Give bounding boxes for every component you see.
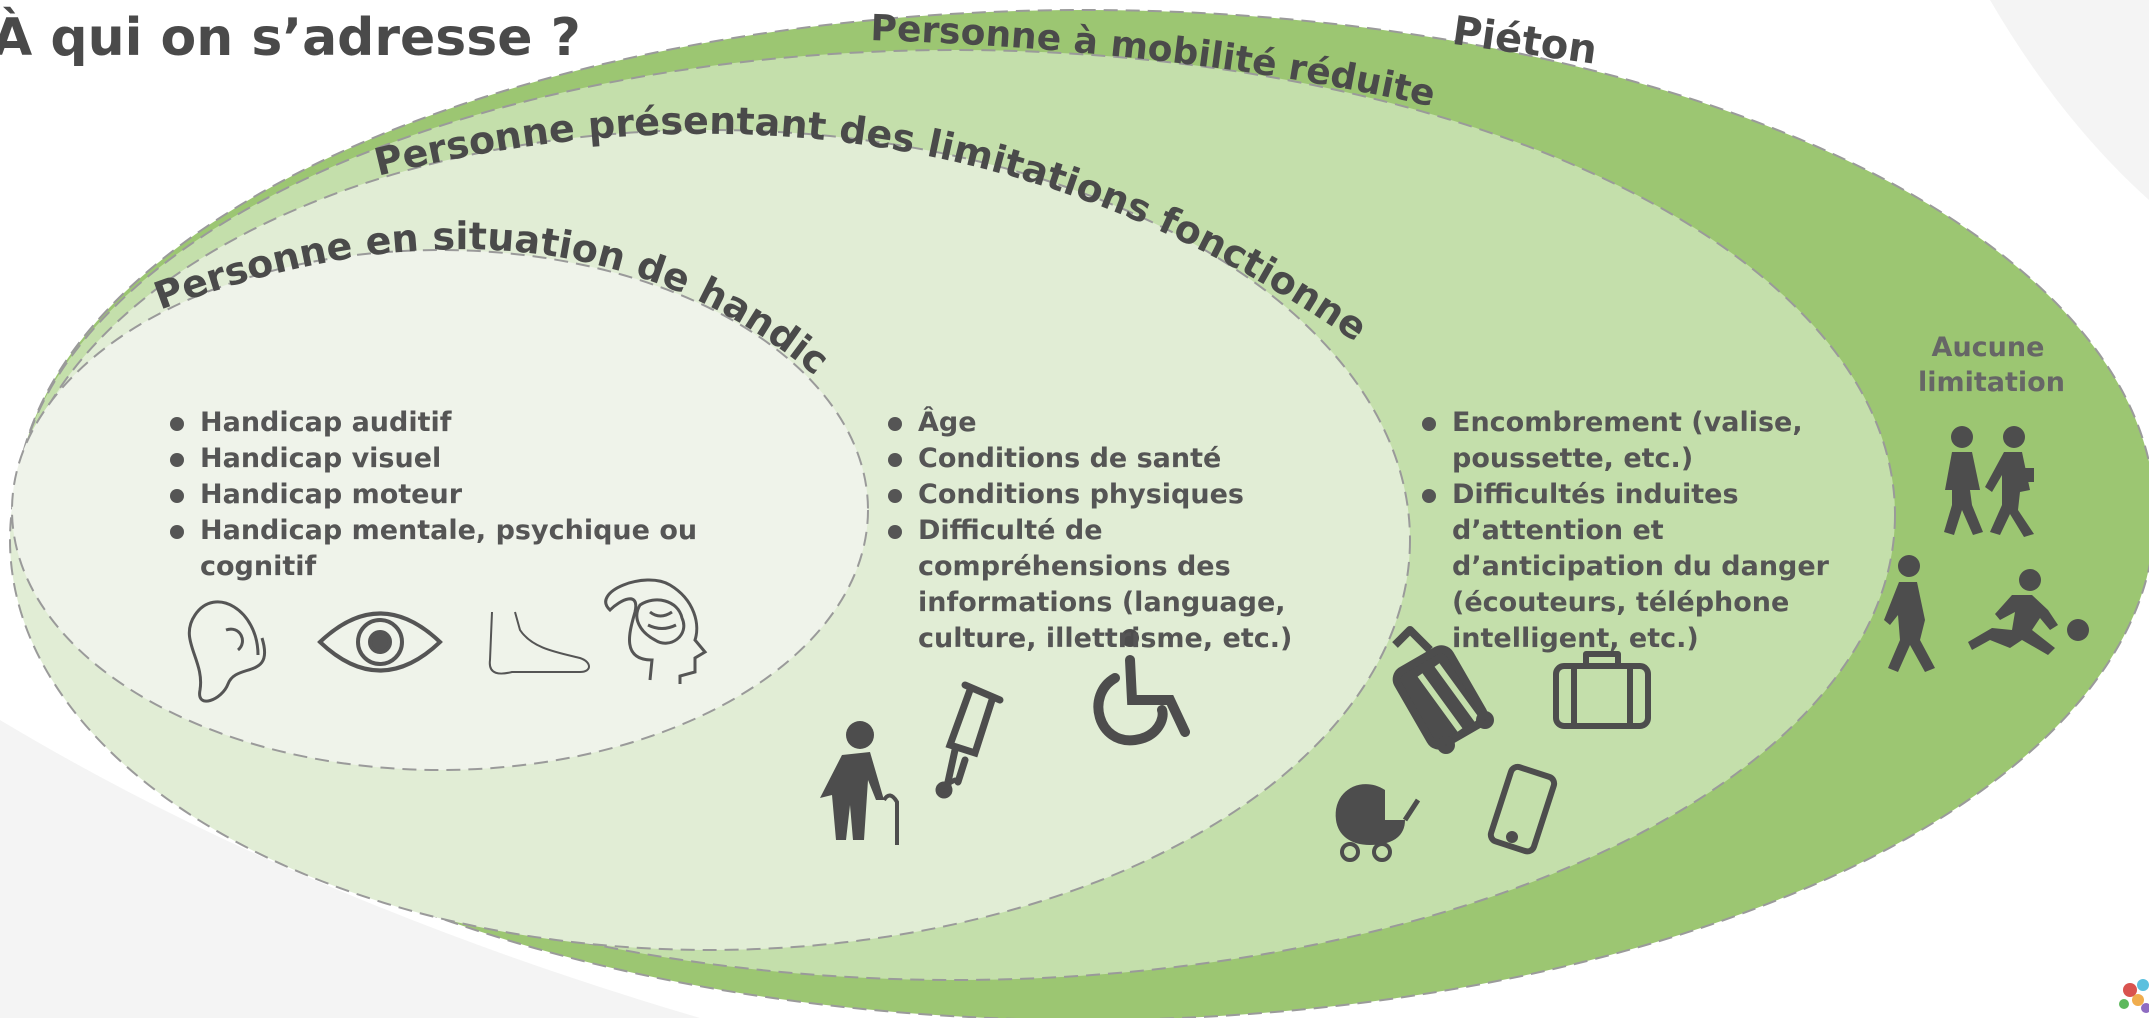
running-ball-icon <box>1968 569 2089 655</box>
wheelchair-icon <box>1093 629 1190 746</box>
eye-icon <box>317 611 443 673</box>
list-item: Handicap auditif <box>170 405 820 441</box>
handicap-list: Handicap auditif Handicap visuel Handica… <box>170 405 820 585</box>
list-item: Handicap moteur <box>170 477 820 513</box>
list-item: Encombrement (valise, poussette, etc.) <box>1422 405 1862 477</box>
list-item: Conditions de santé <box>888 441 1358 477</box>
walking-pair-icon <box>1944 426 2034 537</box>
luggage-icon <box>1392 626 1494 754</box>
brain-head-icon <box>604 578 708 684</box>
stroller-icon <box>1335 784 1421 862</box>
list-item: Difficultés induites d’attention et d’an… <box>1422 477 1862 657</box>
background-swoosh <box>0 720 700 1018</box>
pmr-list: Encombrement (valise, poussette, etc.) D… <box>1422 405 1862 657</box>
pieton-note: Aucune limitation <box>1918 332 2065 398</box>
list-item: Difficulté de compréhensions des informa… <box>888 513 1358 657</box>
list-item: Conditions physiques <box>888 477 1358 513</box>
corner-logo <box>2119 979 2149 1013</box>
background-swoosh <box>1990 0 2149 200</box>
suitcase-icon <box>1553 651 1651 729</box>
elderly-person-icon <box>820 721 899 845</box>
page-title: À qui on s’adresse ? <box>0 8 581 68</box>
list-item: Handicap visuel <box>170 441 820 477</box>
list-item: Âge <box>888 405 1358 441</box>
crutch-icon <box>935 681 1004 799</box>
smartphone-icon <box>1487 763 1558 855</box>
ear-icon <box>187 600 266 703</box>
limitations-list: Âge Conditions de santé Conditions physi… <box>888 405 1358 657</box>
list-item: Handicap mentale, psychique ou cognitif <box>170 513 820 585</box>
foot-icon <box>488 611 590 675</box>
walking-person-icon <box>1884 555 1935 672</box>
